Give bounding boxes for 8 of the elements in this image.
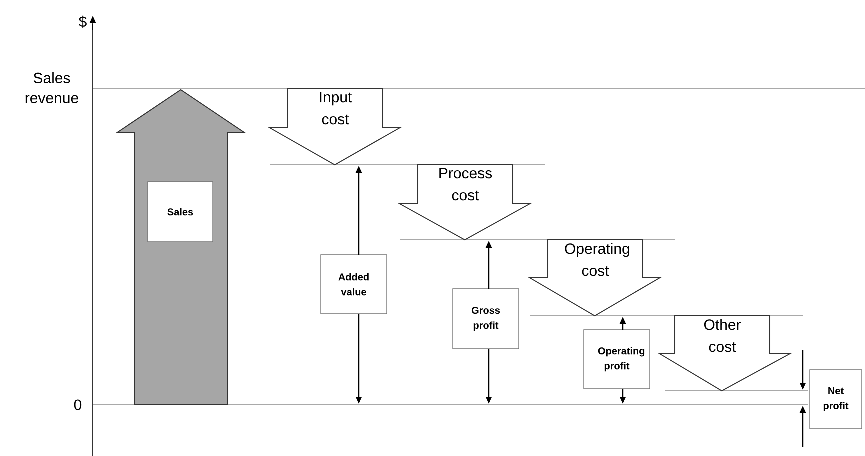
axis-label: $ <box>79 16 87 28</box>
label-box: Operating profit <box>584 330 650 390</box>
label-box: Net profit <box>810 370 862 430</box>
axis-label: Sales revenue <box>26 72 78 104</box>
label-box: Sales <box>148 182 214 242</box>
label-box: Gross profit <box>452 288 520 350</box>
label-box: Added value <box>320 254 388 314</box>
axis-label: 0 <box>74 400 82 410</box>
